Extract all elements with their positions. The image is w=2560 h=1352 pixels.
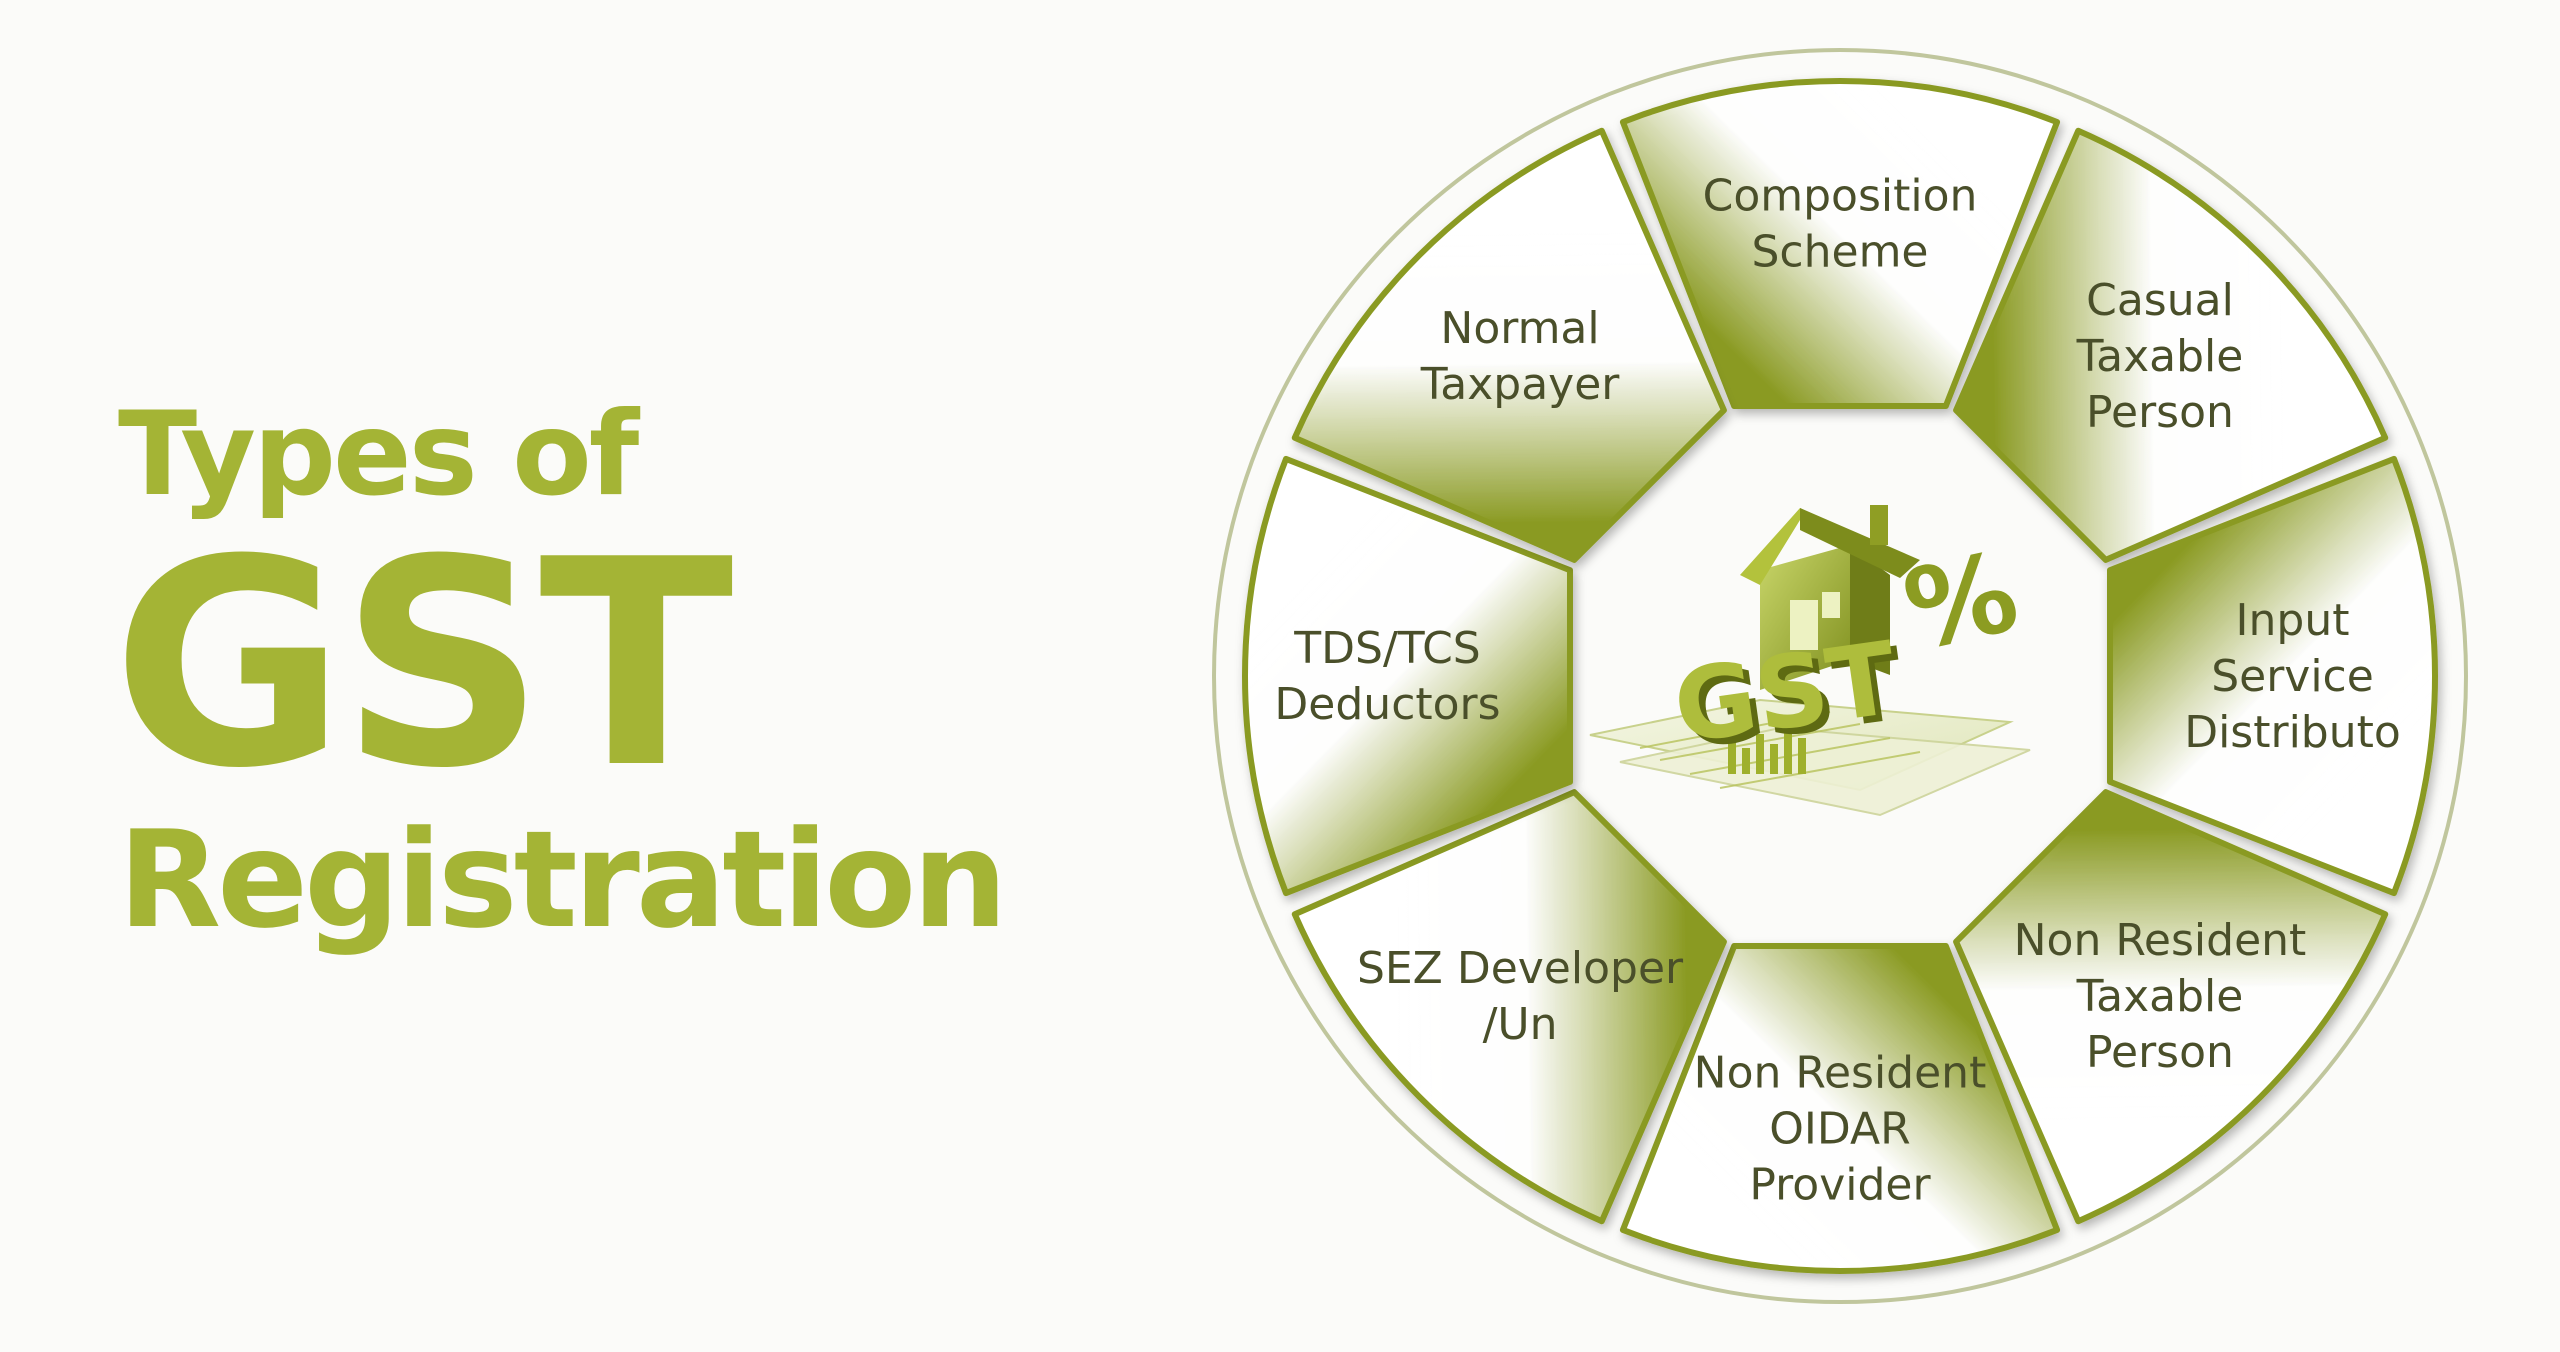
segment-label-line: Taxable bbox=[2076, 971, 2244, 1022]
segment-label-line: Scheme bbox=[1751, 227, 1928, 278]
segment-label-line: Distributo bbox=[2184, 707, 2401, 758]
segment-label-line: Casual bbox=[2086, 275, 2234, 326]
wheel-segment bbox=[1953, 127, 2389, 563]
wheel-segment bbox=[1619, 78, 2061, 409]
segment-label-line: Deductors bbox=[1274, 679, 1500, 730]
title-line-gst: GST bbox=[112, 499, 734, 831]
segment-label: SEZ Developer/Un bbox=[1357, 943, 1684, 1050]
wheel-segment bbox=[2107, 455, 2439, 897]
segment-label-line: SEZ Developer bbox=[1357, 943, 1684, 994]
segment-label-line: Taxpayer bbox=[1420, 359, 1621, 410]
wheel-segment bbox=[1953, 789, 2389, 1225]
wheel-segment bbox=[1291, 789, 1727, 1225]
house-percent-gst-icon: % GST GST bbox=[1589, 505, 2031, 817]
segment-label-line: OIDAR bbox=[1769, 1104, 1910, 1155]
segment-label-line: Composition bbox=[1703, 171, 1978, 222]
segments-layer bbox=[1241, 78, 2439, 1275]
segment-label-line: Non Resident bbox=[1694, 1048, 1987, 1099]
wheel-segment bbox=[1291, 127, 1727, 563]
title-line-types-of: Types of bbox=[118, 387, 639, 522]
segment-label-line: Service bbox=[2211, 651, 2374, 702]
segment-label-line: /Un bbox=[1483, 999, 1558, 1050]
segment-label-line: Taxable bbox=[2076, 331, 2244, 382]
segment-label-line: Normal bbox=[1440, 303, 1599, 354]
outer-rim bbox=[1212, 48, 2468, 1304]
segment-label-line: Input bbox=[2236, 595, 2350, 646]
wheel-segment bbox=[1241, 455, 1573, 897]
segment-label-line: Person bbox=[2086, 1027, 2234, 1078]
segment-label-line: Person bbox=[2086, 387, 2234, 438]
segment-label-line: Non Resident bbox=[2014, 915, 2307, 966]
segment-label-line: TDS/TCS bbox=[1293, 623, 1480, 674]
title-line-registration: Registration bbox=[118, 802, 1008, 958]
page-title: Types of GST Registration bbox=[112, 380, 1118, 960]
percent-sign: % bbox=[1894, 527, 2028, 675]
wheel-segment bbox=[1619, 943, 2061, 1275]
segment-label-line: Provider bbox=[1749, 1160, 1931, 1211]
